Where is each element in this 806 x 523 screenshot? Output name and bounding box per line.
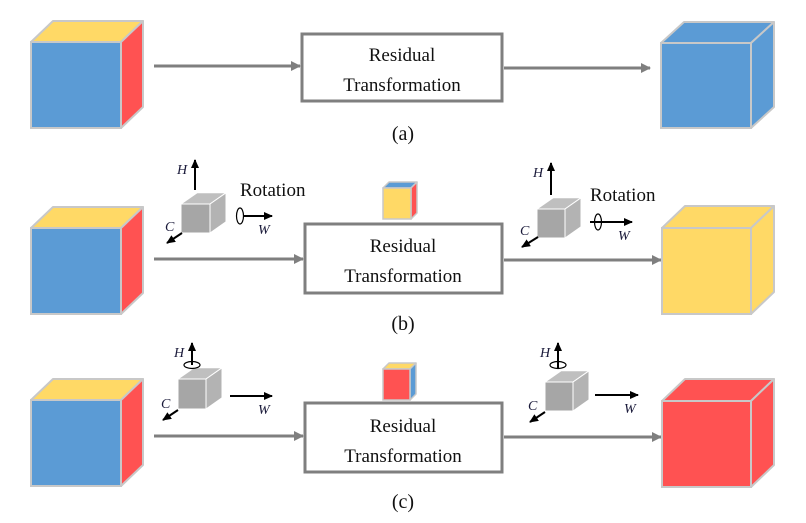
- h-axis-label: H: [539, 346, 551, 361]
- panel-a: Residual Transformation (a): [30, 20, 775, 145]
- axis-cube-front: [544, 381, 574, 412]
- output-cube: [661, 205, 775, 315]
- h-axis-label: H: [173, 346, 185, 361]
- mid-cube: [382, 181, 418, 220]
- c-axis-label: C: [165, 220, 175, 235]
- output-cube: [661, 378, 775, 488]
- right-axes-diagram: H W C: [520, 162, 633, 248]
- output-cube: [660, 21, 775, 129]
- c-axis-label: C: [528, 399, 538, 414]
- w-axis-label: W: [258, 403, 271, 418]
- box-line-1: Residual: [369, 45, 436, 66]
- c-axis-arrow: [529, 411, 546, 423]
- w-axis-label: W: [624, 402, 637, 417]
- cube-front-face: [30, 399, 122, 487]
- axis-cube-front: [180, 203, 211, 234]
- axis-cube-front: [536, 208, 566, 239]
- right-rotation-label: Rotation: [590, 185, 656, 206]
- panel-caption: (a): [392, 123, 414, 145]
- box-line-2: Transformation: [344, 266, 462, 287]
- left-rotation-label: Rotation: [240, 180, 306, 201]
- panel-c: H W C Residual Transformation H W C (c): [30, 342, 775, 513]
- input-cube: [30, 20, 144, 129]
- box-line-1: Residual: [370, 236, 437, 257]
- c-axis-label: C: [161, 397, 171, 412]
- panel-caption: (c): [392, 491, 414, 513]
- w-axis-label: W: [618, 229, 631, 244]
- residual-box: [303, 222, 504, 295]
- rotation-around-h-icon: [183, 360, 201, 370]
- cube-front-face: [661, 227, 752, 315]
- left-axes-diagram: H W C: [161, 342, 273, 421]
- cube-side-face: [409, 362, 417, 401]
- left-axes-diagram: H W C: [165, 159, 273, 244]
- residual-box: [300, 32, 504, 103]
- rotation-around-h-icon: [549, 360, 567, 370]
- h-axis-label: H: [176, 163, 188, 178]
- rotation-around-w-icon: [593, 213, 603, 231]
- box-line-2: Transformation: [343, 75, 461, 96]
- c-axis-label: C: [520, 224, 530, 239]
- cube-front-face: [30, 227, 122, 315]
- cube-side-face: [410, 181, 418, 220]
- c-axis-arrow: [521, 236, 539, 248]
- w-axis-label: W: [258, 223, 271, 238]
- cube-front-face: [30, 41, 122, 129]
- cube-front-face: [661, 400, 752, 488]
- c-axis-arrow: [166, 232, 183, 244]
- input-cube: [30, 378, 144, 487]
- mid-cube: [382, 362, 417, 401]
- cube-front-face: [382, 368, 411, 401]
- axis-cube-front: [177, 378, 207, 410]
- box-line-1: Residual: [370, 416, 437, 437]
- residual-box: [303, 401, 504, 474]
- rotation-around-w-icon: [235, 207, 245, 225]
- cube-front-face: [382, 187, 412, 220]
- panel-b: H W C Rotation Residual Transformation H W C…: [30, 159, 775, 335]
- h-axis-label: H: [532, 166, 544, 181]
- cube-front-face: [660, 42, 752, 129]
- c-axis-arrow: [162, 409, 179, 421]
- panel-caption: (b): [391, 313, 414, 335]
- right-axes-diagram: H W C: [528, 342, 639, 423]
- input-cube: [30, 206, 144, 315]
- box-line-2: Transformation: [344, 446, 462, 467]
